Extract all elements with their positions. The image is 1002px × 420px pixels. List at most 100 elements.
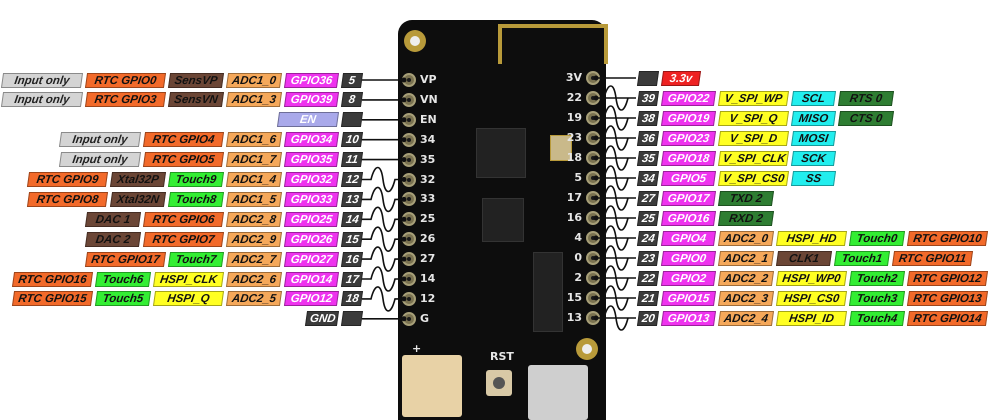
rtc-label: RTC GPIO3 xyxy=(84,92,167,108)
board-pin-label: 15 xyxy=(566,291,582,304)
board-pin-label: VP xyxy=(420,73,437,86)
spi-label: HSPI_HD xyxy=(775,230,848,246)
gpio-label: GPIO18 xyxy=(660,150,717,166)
battery-connector xyxy=(402,355,462,417)
gpio-label: GPIO39 xyxy=(283,92,340,108)
pin-number: 36 xyxy=(636,130,660,146)
spi-label: V_SPI_CLK xyxy=(717,150,790,166)
battery-label: + xyxy=(412,342,422,355)
pin-number: 24 xyxy=(636,230,660,246)
adc-label: ADC1_6 xyxy=(225,132,283,148)
pin-number: 10 xyxy=(340,132,364,148)
gpio-label: GPIO36 xyxy=(283,72,340,88)
rtc-label: RTC GPIO15 xyxy=(11,291,94,307)
board-pin-label: 2 xyxy=(574,271,582,284)
board-pin-label: 0 xyxy=(574,251,582,264)
pin-number: 18 xyxy=(340,291,364,307)
rtc-label: RTC GPIO11 xyxy=(891,250,974,266)
pin-number xyxy=(636,70,660,86)
board-pin-label: 22 xyxy=(566,91,582,104)
input-label: Input only xyxy=(58,132,142,148)
touch-label: Touch9 xyxy=(167,172,225,187)
pin-number: 21 xyxy=(636,290,660,306)
pin-number: 16 xyxy=(340,251,364,267)
power-label: 3.3v xyxy=(660,70,702,86)
cyan-label: MISO xyxy=(790,110,837,126)
mounting-hole xyxy=(576,338,598,360)
gpio-label: GPIO22 xyxy=(660,90,717,106)
adc-label: ADC2_1 xyxy=(717,250,775,266)
board-pin-label: 14 xyxy=(420,272,436,285)
rtc-label: RTC GPIO7 xyxy=(142,231,225,247)
rst-label: RST xyxy=(490,350,514,363)
header-pin-pad xyxy=(586,131,600,145)
gpio-label: GPIO0 xyxy=(660,250,717,266)
rtc-label: RTC GPIO17 xyxy=(84,251,167,267)
brown-label: SensVP xyxy=(167,72,225,88)
gpio-label: GPIO15 xyxy=(660,290,717,306)
rtc-label: RTC GPIO16 xyxy=(11,271,94,287)
board-pin-label: 34 xyxy=(420,132,436,146)
pin-number: 27 xyxy=(636,190,660,206)
rtc-label: RTC GPIO14 xyxy=(906,310,989,326)
adc-label: ADC1_5 xyxy=(225,191,283,207)
header-pin-pad xyxy=(402,272,416,286)
pin-number: 8 xyxy=(340,92,364,108)
cyan-label: SS xyxy=(790,170,837,186)
header-pin-pad xyxy=(586,111,600,125)
touch-label: Touch3 xyxy=(848,290,906,306)
gpio-label: GPIO16 xyxy=(660,210,717,226)
micro-usb-port[interactable] xyxy=(528,365,588,420)
flash-chip xyxy=(482,198,524,242)
adc-label: ADC2_9 xyxy=(225,231,283,247)
header-pin-pad xyxy=(586,291,600,305)
pcb-antenna xyxy=(498,24,608,64)
board-pin-label: 4 xyxy=(574,231,582,244)
adc-label: ADC2_0 xyxy=(717,230,775,246)
touch-label: Touch1 xyxy=(833,250,891,266)
brown-label: DAC 1 xyxy=(84,211,142,227)
rtc-label: RTC GPIO0 xyxy=(84,72,167,88)
adc-label: ADC2_3 xyxy=(717,290,775,306)
touch-label: Touch7 xyxy=(167,251,225,267)
rtc-label: RTC GPIO8 xyxy=(26,191,109,207)
header-pin-pad xyxy=(402,291,416,306)
header-pin-pad xyxy=(586,91,600,105)
adc-label: ADC2_8 xyxy=(225,211,283,227)
header-pin-pad xyxy=(402,232,416,247)
adc-label: ADC1_0 xyxy=(225,72,283,88)
gpio-label: GPIO2 xyxy=(660,270,717,286)
touch-label: Touch4 xyxy=(848,310,906,326)
adc-label: ADC1_7 xyxy=(225,152,283,168)
spi-label: V_SPI_D xyxy=(717,130,790,146)
board-pin-label: 3V xyxy=(565,71,582,84)
touch-label: Touch6 xyxy=(94,271,152,287)
header-pin-pad xyxy=(402,132,416,147)
header-pin-pad xyxy=(586,311,600,325)
reset-button[interactable] xyxy=(486,370,512,396)
cyan-label: MOSI xyxy=(790,130,837,146)
board-pin-label: 23 xyxy=(566,131,582,144)
gpio-label: GPIO33 xyxy=(283,191,340,207)
pin-number: 39 xyxy=(636,90,660,106)
header-pin-pad xyxy=(586,211,600,225)
pin-number: 5 xyxy=(340,72,364,88)
gpio-label: GPIO13 xyxy=(660,310,717,326)
cyan-label: SCL xyxy=(790,90,837,106)
input-label: Input only xyxy=(0,72,84,88)
board-pin-label: 12 xyxy=(420,291,436,305)
board-pin-label: 18 xyxy=(566,151,582,164)
header-pin-pad xyxy=(402,212,416,227)
board-pin-label: 26 xyxy=(420,232,436,246)
